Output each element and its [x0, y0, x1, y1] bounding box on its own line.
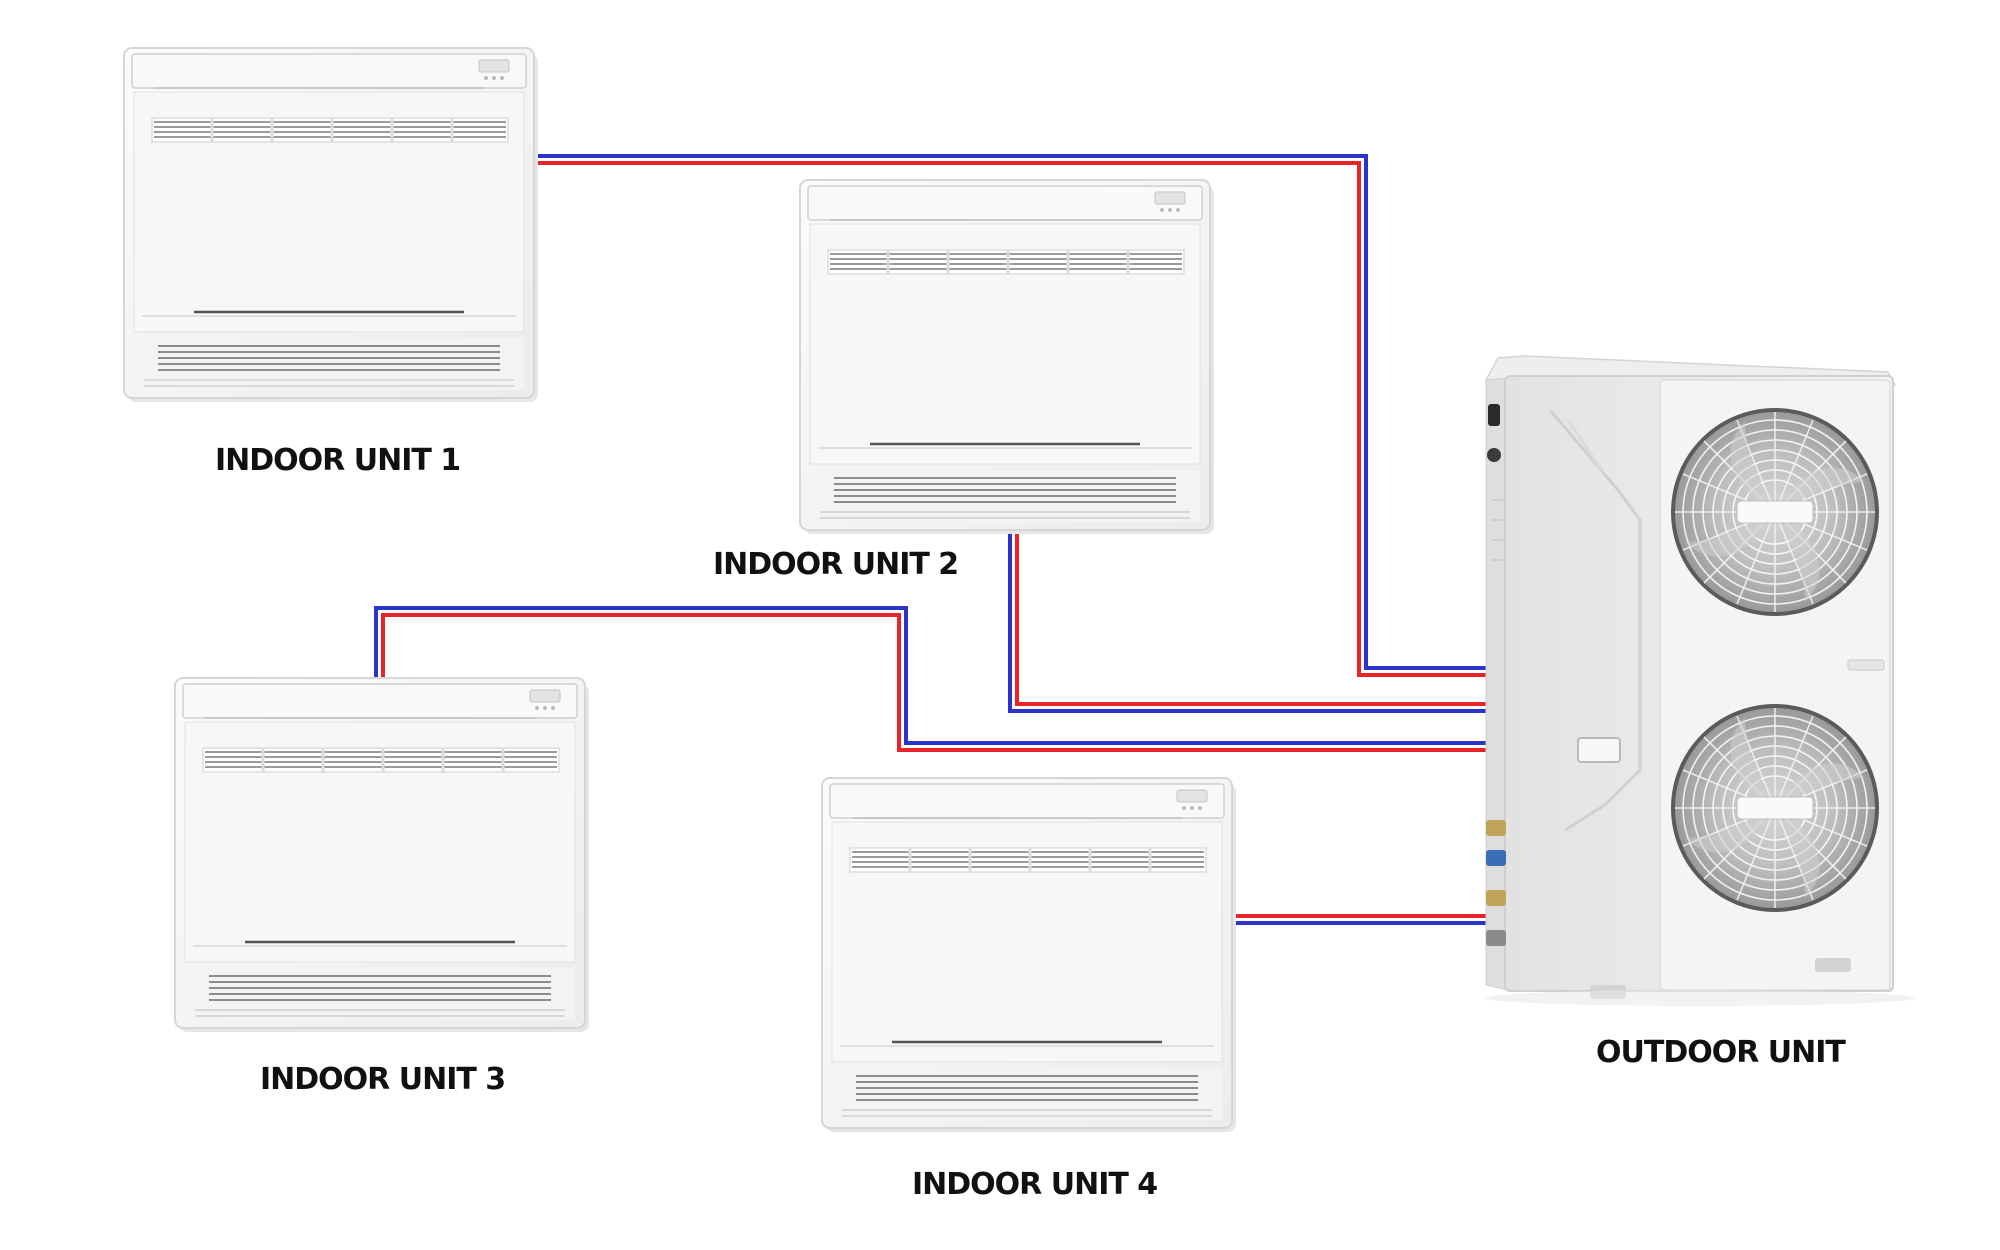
- pipe-unit-2-red: [1015, 532, 1490, 706]
- outdoor-unit: [1484, 355, 1915, 1006]
- indoor-unit-4-label: INDOOR UNIT 4: [912, 1167, 1157, 1202]
- pipe-unit-1-red: [535, 161, 1490, 677]
- condenser-fan-unit-icon: [1484, 355, 1915, 1006]
- indoor-unit-4: [820, 776, 1238, 1134]
- service-valve-icon: [1486, 820, 1506, 946]
- outdoor-unit-label: OUTDOOR UNIT: [1596, 1035, 1846, 1070]
- refrigerant-pipes: [374, 154, 1490, 925]
- pipe-unit-1-blue: [535, 154, 1490, 670]
- console-air-conditioner-icon: [798, 178, 1216, 536]
- console-air-conditioner-icon: [122, 46, 540, 404]
- indoor-unit-1-label: INDOOR UNIT 1: [215, 443, 460, 478]
- console-air-conditioner-icon: [173, 676, 591, 1034]
- indoor-unit-2: [798, 178, 1216, 536]
- indoor-unit-3: [173, 676, 591, 1034]
- pipe-unit-3-blue: [374, 606, 1490, 745]
- indoor-unit-3-label: INDOOR UNIT 3: [260, 1062, 505, 1097]
- pipe-unit-3-red: [381, 613, 1490, 752]
- indoor-unit-2-label: INDOOR UNIT 2: [713, 547, 958, 582]
- indoor-unit-1: [122, 46, 540, 404]
- console-air-conditioner-icon: [820, 776, 1238, 1134]
- pipe-unit-2-blue: [1008, 532, 1490, 713]
